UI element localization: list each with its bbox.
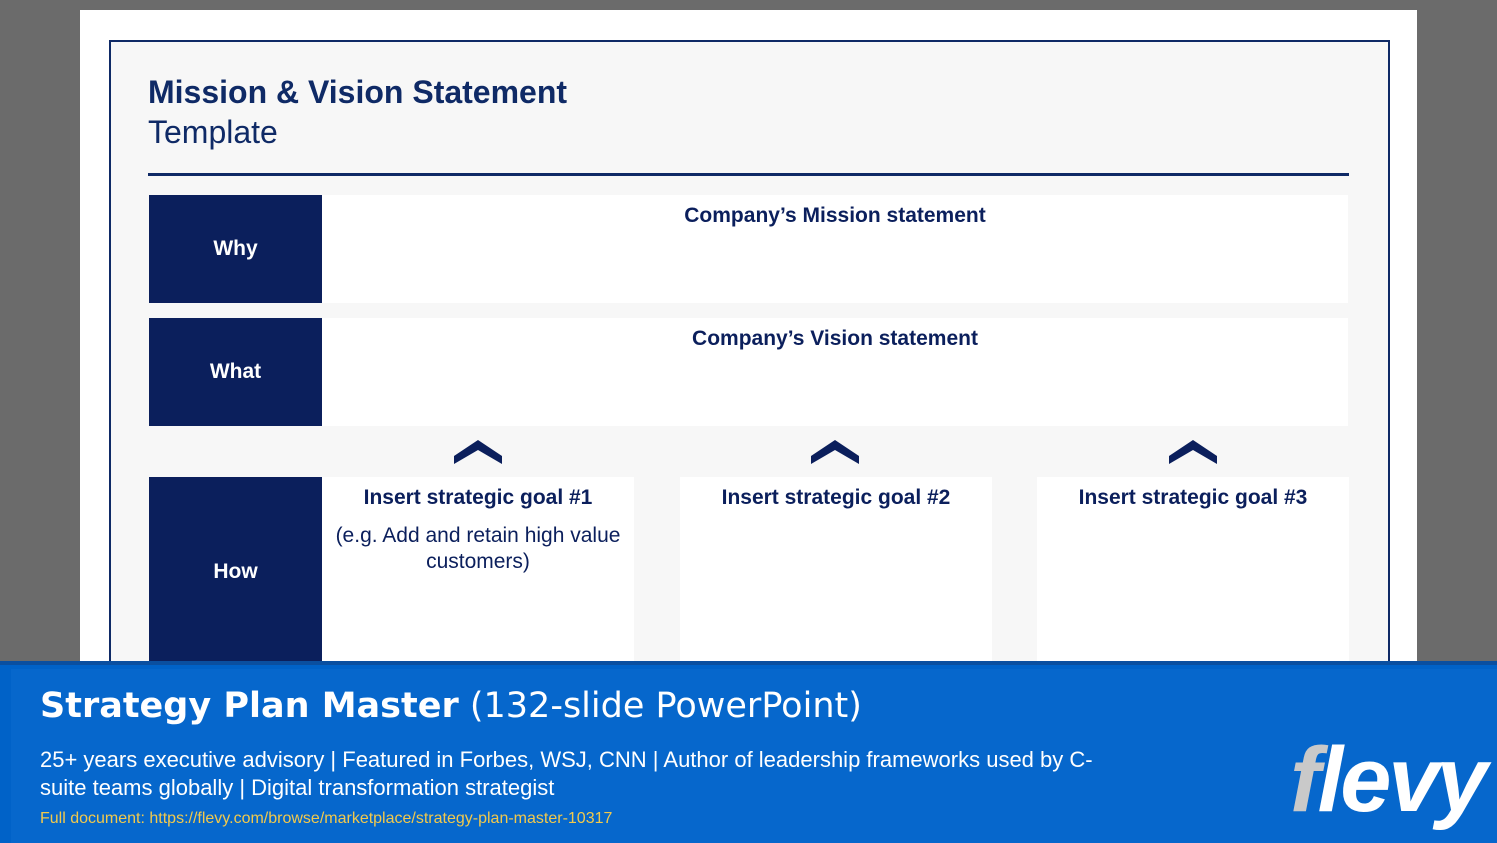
banner-title-light: (132-slide PowerPoint) (469, 686, 862, 726)
row-label-what: What (149, 318, 322, 426)
vision-heading: Company’s Vision statement (692, 327, 978, 350)
goal-heading-1: Insert strategic goal #1 (363, 486, 593, 509)
goal-heading-3: Insert strategic goal #3 (1078, 486, 1308, 509)
banner-title-bold: Strategy Plan Master (40, 686, 459, 726)
flevy-logo[interactable]: flevy (1290, 729, 1488, 831)
slide-subtitle: Template (148, 114, 278, 150)
goal-box-2: Insert strategic goal #2 (680, 477, 992, 677)
title-divider (148, 173, 1349, 176)
chevron-up-icon (1169, 440, 1217, 464)
logo-f: f (1290, 729, 1321, 831)
goal-desc-1: (e.g. Add and retain high value customer… (335, 524, 621, 573)
logo-rest: levy (1317, 729, 1488, 831)
goal-heading-2: Insert strategic goal #2 (721, 486, 951, 509)
banner-description: 25+ years executive advisory | Featured … (40, 747, 1093, 800)
goal-box-1: Insert strategic goal #1 (e.g. Add and r… (322, 477, 634, 677)
chevron-up-icon (454, 440, 502, 464)
banner-title: Strategy Plan Master (132-slide PowerPoi… (40, 686, 862, 726)
banner-panel (11, 669, 1497, 843)
mission-box: Company’s Mission statement (322, 195, 1348, 303)
chevron-up-icon (811, 440, 859, 464)
row-label-how: How (149, 477, 322, 667)
row-label-why: Why (149, 195, 322, 303)
promo-banner (0, 661, 1497, 843)
mission-heading: Company’s Mission statement (684, 204, 986, 227)
goal-box-3: Insert strategic goal #3 (1037, 477, 1349, 677)
slide-title: Mission & Vision Statement (148, 74, 568, 110)
vision-box: Company’s Vision statement (322, 318, 1348, 426)
document-link[interactable]: Full document: https://flevy.com/browse/… (40, 810, 613, 827)
